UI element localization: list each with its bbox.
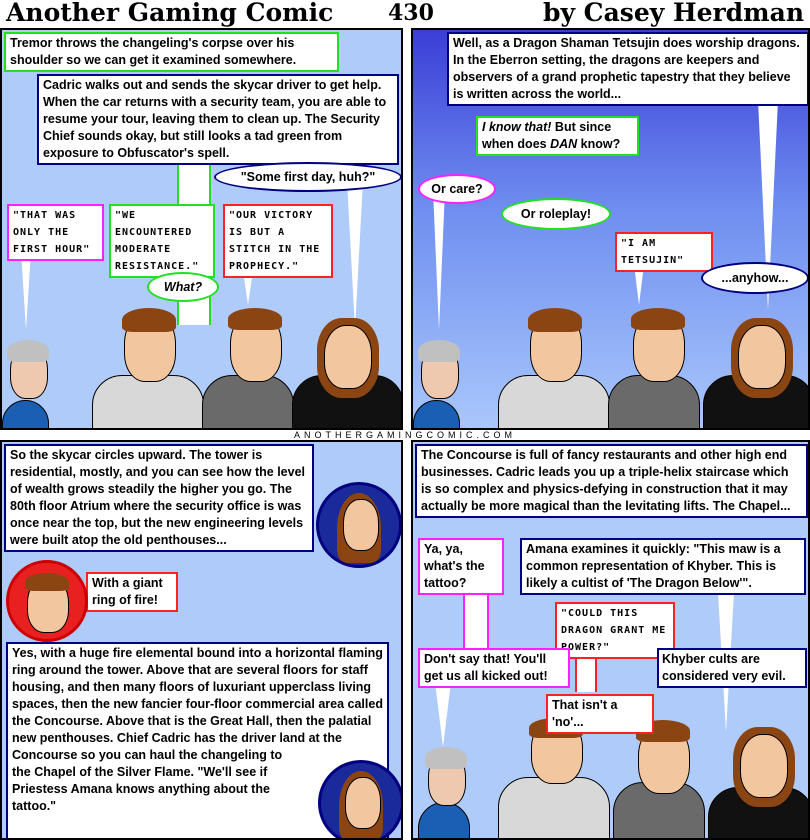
speech-bubble: Or roleplay! xyxy=(501,198,611,230)
speech-text: DAN xyxy=(550,137,578,151)
speech-bubble: Khyber cults are considered very evil. xyxy=(657,648,807,688)
caption-box: "OUR VICTORY IS BUT A STITCH IN THE PROP… xyxy=(223,204,333,278)
site-url: ANOTHERGAMINGCOMIC.COM xyxy=(294,430,516,440)
panel-2: Well, as a Dragon Shaman Tetsujin does w… xyxy=(411,28,810,430)
comic-author: by Casey Herdman xyxy=(542,0,804,27)
speech-text: know? xyxy=(577,137,621,151)
speech-bubble: I know that! But since when does DAN kno… xyxy=(476,116,639,156)
speech-bubble: That isn't a 'no'... xyxy=(546,694,654,734)
narration-box: Well, as a Dragon Shaman Tetsujin does w… xyxy=(447,32,808,106)
narration-box: The Concourse is full of fancy restauran… xyxy=(415,444,808,518)
speech-text: I know that! xyxy=(482,120,552,134)
caption-box: "WE ENCOUNTERED MODERATE RESISTANCE." xyxy=(109,204,215,278)
speech-bubble: Amana examines it quickly: "This maw is … xyxy=(520,538,806,595)
narration-box: Tremor throws the changeling's corpse ov… xyxy=(4,32,339,72)
character-avatar-long-hair xyxy=(316,482,401,568)
caption-box: "COULD THIS DRAGON GRANT ME POWER?" xyxy=(555,602,675,659)
speech-bubble: Don't say that! You'll get us all kicked… xyxy=(418,648,570,688)
speech-bubble: What? xyxy=(147,272,219,302)
speech-bubble: With a giant ring of fire! xyxy=(86,572,178,612)
narration-text: Yes, with a huge fire elemental bound in… xyxy=(12,646,383,813)
speech-bubble: ...anyhow... xyxy=(701,262,808,294)
speech-bubble: Ya, ya, what's the tattoo? xyxy=(418,538,504,595)
character-avatar-glasses xyxy=(6,560,88,642)
narration-box: Cadric walks out and sends the skycar dr… xyxy=(37,74,399,165)
panel-3: So the skycar circles upward. The tower … xyxy=(0,440,403,840)
panel-1: Tremor throws the changeling's corpse ov… xyxy=(0,28,403,430)
caption-box: "I AM TETSUJIN" xyxy=(615,232,713,272)
speech-text: But since when does xyxy=(482,120,612,151)
comic-number: 430 xyxy=(388,0,434,26)
character-avatar-long-hair xyxy=(318,760,401,838)
narration-box: So the skycar circles upward. The tower … xyxy=(4,444,314,552)
caption-box: "THAT WAS ONLY THE FIRST HOUR" xyxy=(7,204,104,261)
panel-4: The Concourse is full of fancy restauran… xyxy=(411,440,810,840)
speech-bubble: Or care? xyxy=(418,174,496,204)
speech-bubble: "Some first day, huh?" xyxy=(214,162,401,192)
comic-title: Another Gaming Comic xyxy=(6,0,334,27)
